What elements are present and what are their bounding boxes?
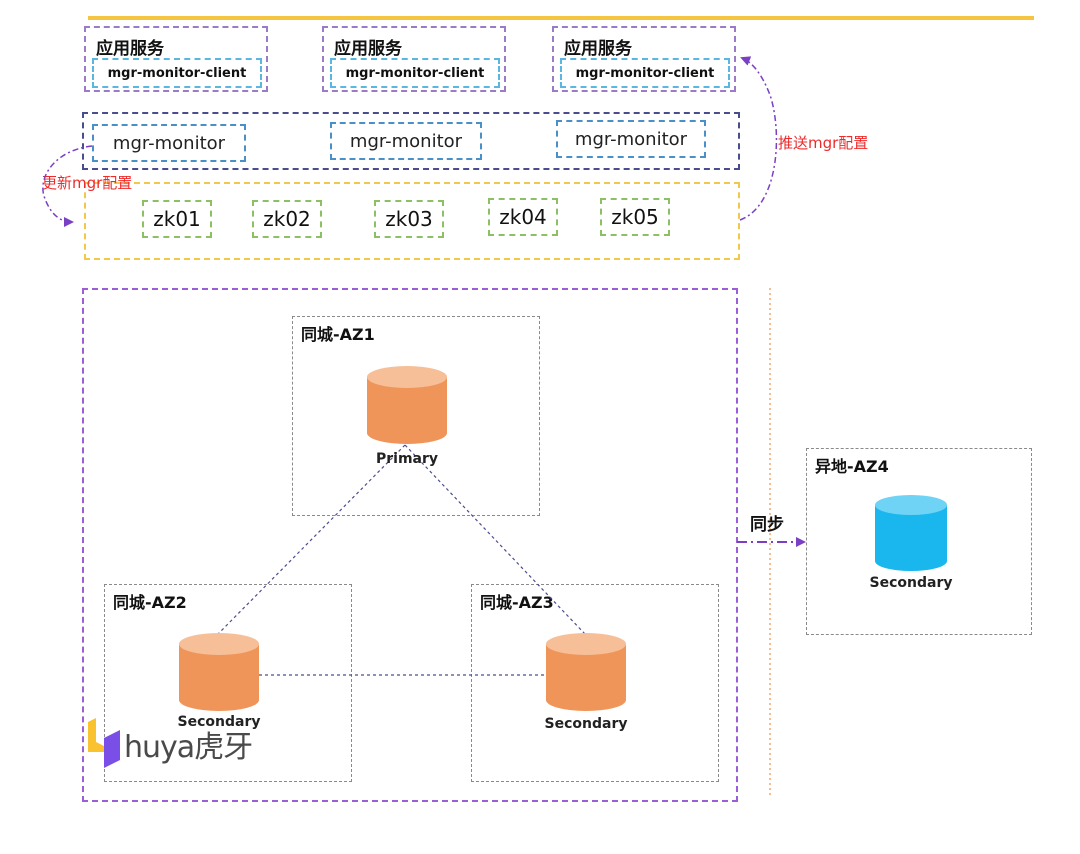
push-config-arrow: [739, 56, 778, 221]
app-service-title: 应用服务: [334, 39, 402, 59]
mgr-monitor-box-3: mgr-monitor: [556, 120, 706, 158]
primary-db-label: Primary: [375, 451, 439, 467]
monitor-client-box: mgr-monitor-client: [92, 58, 262, 88]
app-service-box-2: 应用服务 mgr-monitor-client: [322, 26, 506, 92]
zk-node-1: zk01: [142, 200, 212, 238]
mgr-monitor-box-1: mgr-monitor: [92, 124, 246, 162]
monitor-client-box: mgr-monitor-client: [560, 58, 730, 88]
secondary-db-label-az2: Secondary: [177, 714, 261, 730]
secondary-db-label-az4: Secondary: [869, 575, 953, 591]
app-service-box-3: 应用服务 mgr-monitor-client: [552, 26, 736, 92]
zone-az1: 同城-AZ1: [292, 316, 540, 516]
zone-az4: 异地-AZ4: [806, 448, 1032, 635]
zk-node-2: zk02: [252, 200, 322, 238]
zone-az3: 同城-AZ3: [471, 584, 719, 782]
zk-node-4: zk04: [488, 198, 558, 236]
monitor-client-box: mgr-monitor-client: [330, 58, 500, 88]
zone-title: 同城-AZ1: [301, 325, 375, 344]
monitor-layer: [82, 112, 740, 170]
app-service-title: 应用服务: [96, 39, 164, 59]
zk-node-5: zk05: [600, 198, 670, 236]
top-accent-bar: [88, 16, 1034, 20]
update-config-label: 更新mgr配置: [42, 174, 133, 192]
sync-label: 同步: [750, 515, 784, 535]
app-service-title: 应用服务: [564, 39, 632, 59]
mgr-monitor-box-2: mgr-monitor: [330, 122, 482, 160]
zone-title: 同城-AZ3: [480, 593, 554, 612]
app-service-box-1: 应用服务 mgr-monitor-client: [84, 26, 268, 92]
same-city-region: [82, 288, 738, 802]
push-config-label: 推送mgr配置: [778, 134, 869, 152]
secondary-db-label-az3: Secondary: [544, 716, 628, 732]
zone-title: 同城-AZ2: [113, 593, 187, 612]
huya-logo-text: huya虎牙: [124, 730, 253, 765]
zk-node-3: zk03: [374, 200, 444, 238]
zone-title: 异地-AZ4: [815, 457, 889, 476]
